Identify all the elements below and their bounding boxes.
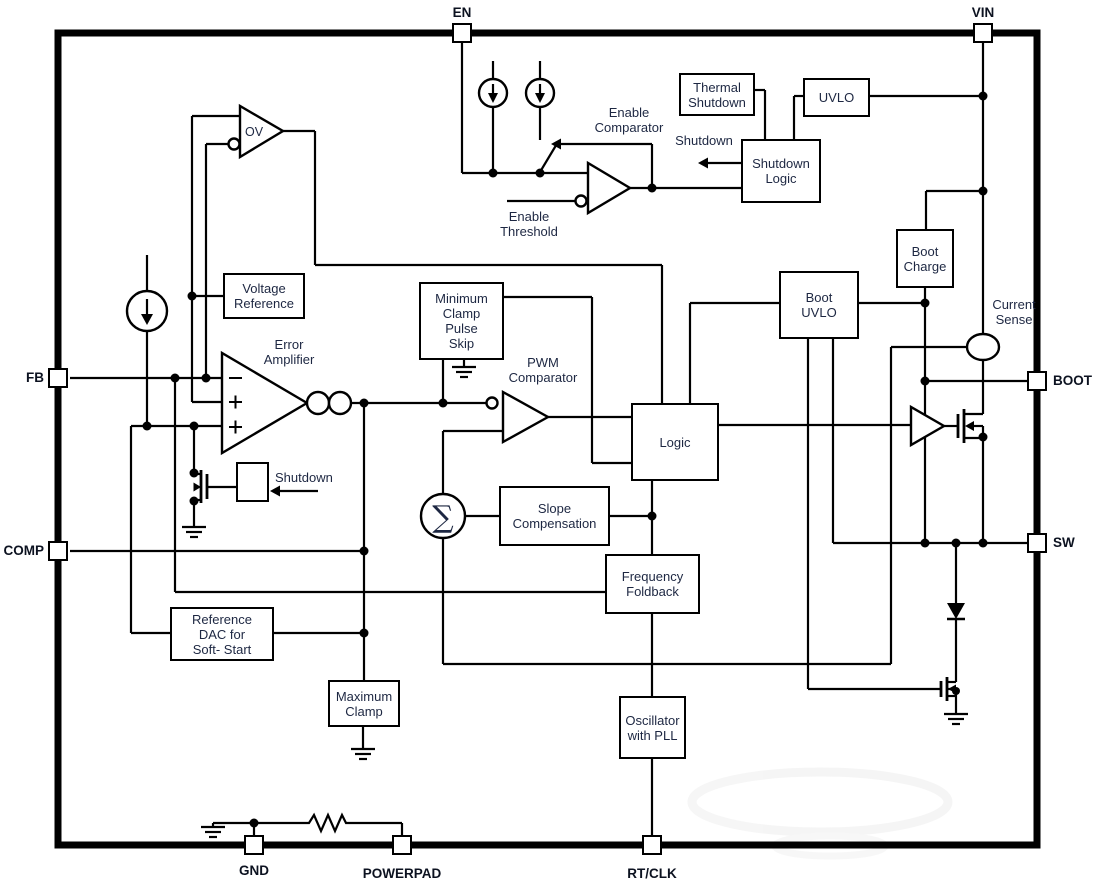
pin-rtclk — [642, 835, 662, 855]
sd-body-arrow — [193, 482, 201, 492]
shutdown-arrow — [270, 485, 280, 497]
block-oscillator-pll: Oscillator with PLL — [619, 696, 686, 759]
ground-symbol — [944, 712, 968, 726]
ic-boundary — [54, 29, 1041, 849]
hysteresis-arrow — [551, 138, 561, 150]
block-reference-dac: Reference DAC for Soft- Start — [170, 607, 274, 661]
gm-output-circle — [305, 390, 331, 416]
enable-comparator-label: Enable Comparator — [594, 105, 664, 135]
block-boot-charge: Boot Charge — [896, 229, 954, 288]
ground-symbol — [351, 747, 375, 761]
pin-label-fb: FB — [26, 370, 44, 385]
pin-sw — [1027, 533, 1047, 553]
input-bubble — [485, 396, 499, 410]
pin-fb — [48, 368, 68, 388]
block-slope-compensation: Slope Compensation — [499, 486, 610, 546]
pwm-comparator-label: PWM Comparator — [508, 355, 578, 385]
current-sense-symbol — [965, 332, 1001, 362]
block-uvlo: UVLO — [803, 78, 870, 117]
pwm-comparator-symbol — [501, 389, 551, 445]
shutdown-pulldown-label: Shutdown — [275, 470, 333, 485]
input-bubble — [574, 194, 588, 208]
pin-label-powerpad: POWERPAD — [362, 866, 442, 881]
pin-label-en: EN — [452, 5, 472, 20]
pin-label-rtclk: RT/CLK — [627, 866, 677, 881]
gate-driver-symbol — [909, 404, 947, 448]
ground-symbol — [182, 525, 206, 539]
pin-gnd — [244, 835, 264, 855]
block-minimum-clamp-pulse-skip: Minimum Clamp Pulse Skip — [419, 282, 504, 360]
sigma-label: ∑ — [432, 500, 454, 535]
block-shutdown-switch — [236, 462, 269, 502]
block-frequency-foldback: Frequency Foldback — [605, 554, 700, 614]
current-source-arrows — [141, 84, 545, 325]
pin-label-comp: COMP — [3, 543, 45, 558]
block-thermal-shutdown: Thermal Shutdown — [679, 73, 755, 116]
pin-powerpad — [392, 835, 412, 855]
hs-body-arrow — [965, 421, 974, 431]
pin-vin — [973, 23, 993, 43]
opamp-input-signs — [229, 377, 242, 434]
sigma-junction-symbol — [419, 492, 467, 540]
block-shutdown-logic: Shutdown Logic — [741, 139, 821, 203]
shutdown-signal-label: Shutdown — [675, 133, 733, 148]
shutdown-arrow — [698, 157, 708, 169]
current-sense-label: Current Sense — [992, 297, 1036, 327]
pin-comp — [48, 541, 68, 561]
block-maximum-clamp: Maximum Clamp — [328, 680, 400, 727]
enable-comparator-symbol — [586, 160, 633, 216]
high-side-mosfet-symbol — [956, 409, 966, 443]
gm-output-circle — [327, 390, 353, 416]
shutdown-mosfet-symbol — [199, 470, 209, 503]
ground-symbol — [452, 365, 476, 379]
pin-en — [452, 23, 472, 43]
block-logic: Logic — [631, 403, 719, 481]
ov-comparator-symbol — [238, 103, 286, 160]
wires — [70, 43, 1027, 835]
ground-symbols — [182, 365, 968, 839]
pin-boot — [1027, 371, 1047, 391]
block-voltage-reference: Voltage Reference — [223, 273, 305, 319]
pin-label-gnd: GND — [239, 863, 269, 878]
ov-label: OV — [245, 125, 264, 139]
block-boot-uvlo: Boot UVLO — [779, 271, 859, 339]
error-amplifier-symbol — [220, 350, 310, 456]
arrowheads — [193, 138, 974, 694]
pin-label-sw: SW — [1053, 535, 1075, 550]
input-bubble — [227, 137, 241, 151]
pin-label-vin: VIN — [971, 5, 995, 20]
ground-symbol — [201, 825, 225, 839]
diode-symbol — [947, 603, 965, 621]
pin-label-boot: BOOT — [1053, 373, 1092, 388]
low-side-mosfet-symbol — [939, 677, 949, 701]
error-amplifier-label: Error Amplifier — [263, 337, 315, 367]
mosfet-bars — [199, 409, 966, 701]
enable-threshold-label: Enable Threshold — [500, 209, 558, 239]
junction-dots — [142, 91, 988, 828]
